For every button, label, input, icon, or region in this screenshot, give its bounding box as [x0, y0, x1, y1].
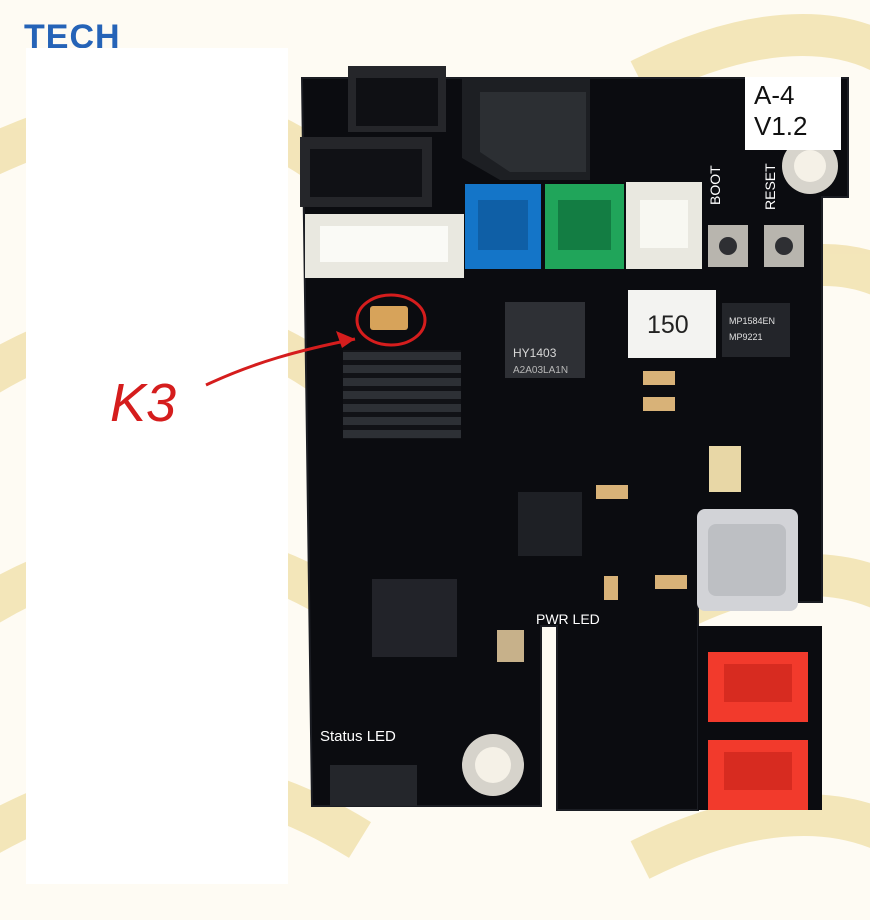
white-connector-large-inner [320, 226, 448, 262]
left-white-panel [26, 48, 288, 884]
brand-header: TECH [24, 22, 121, 52]
passive-components [497, 371, 741, 662]
reset-button-center [775, 237, 793, 255]
mounting-hole-top-right-center [794, 150, 826, 182]
k3-highlight-circle [355, 293, 427, 347]
boot-label: BOOT [707, 165, 723, 205]
usb-c-connector-inner [708, 524, 786, 596]
status-led-label: Status LED [320, 728, 396, 745]
small-chip-bottom [330, 765, 417, 806]
white-connector-small-inner [640, 200, 688, 248]
chip-marking-1: MP1584EN [729, 316, 775, 326]
k3-component [370, 306, 408, 330]
inductor-150 [628, 290, 716, 358]
mounting-hole-bottom-center [475, 747, 511, 783]
regulator-marking-1: HY1403 [513, 346, 557, 360]
power-led-label: PWR LED [536, 611, 600, 627]
regulator-chip [505, 302, 585, 378]
inductor-marking: 150 [647, 311, 689, 339]
k3-arrow-head [336, 331, 355, 348]
large-black-component-face [480, 92, 586, 172]
main-mcu [372, 579, 457, 657]
red-connector-bottom-inner [724, 752, 792, 790]
version-label-background [745, 77, 841, 150]
k3-annotation-label: K3 [110, 373, 177, 433]
board-model: A-4 [754, 80, 794, 110]
connector-top-small-inner [356, 78, 438, 126]
small-chip-center [518, 492, 582, 556]
blue-connector-inner [478, 200, 528, 250]
board-version: V1.2 [754, 111, 808, 141]
green-connector-inner [558, 200, 611, 250]
small-chip-right [722, 303, 790, 357]
reset-label: RESET [762, 163, 778, 210]
regulator-marking-2: A2A03LA1N [513, 365, 568, 376]
heat-sink [343, 350, 461, 439]
connector-left-black-inner [310, 149, 422, 197]
k3-arrow-line [205, 337, 356, 387]
boot-button-center [719, 237, 737, 255]
chip-marking-2: MP9221 [729, 332, 763, 342]
red-connector-top-inner [724, 664, 792, 702]
